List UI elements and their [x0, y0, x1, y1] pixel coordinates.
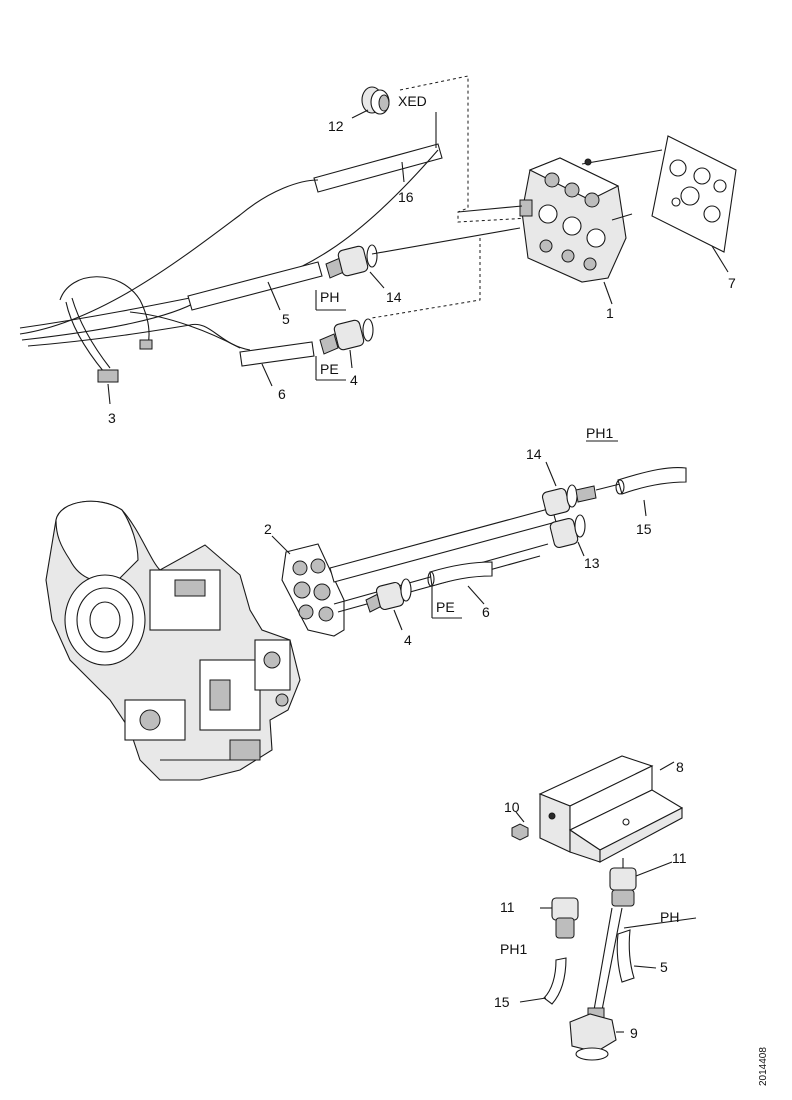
callout-7: 7	[728, 275, 736, 291]
bottom-assembly	[511, 755, 697, 1061]
tag-xed: XED	[398, 93, 427, 109]
adapter-11-left	[540, 897, 579, 939]
adapter-11-right	[609, 858, 673, 907]
sensor-13	[549, 514, 586, 557]
sensor-sleeve-16	[313, 112, 443, 193]
hose-6-middle	[427, 561, 493, 605]
tag-ph-top: PH	[320, 289, 339, 305]
nut-10	[511, 811, 529, 841]
sensor-14-middle	[541, 461, 621, 517]
callout-8: 8	[676, 759, 684, 775]
gasket-7	[651, 135, 737, 273]
callout-11-left: 11	[500, 899, 515, 915]
tag-ph1-middle: PH1	[586, 425, 613, 441]
dashed-routing	[371, 75, 531, 319]
callout-6-middle: 6	[482, 604, 490, 620]
callout-2: 2	[264, 521, 272, 537]
callout-14-top: 14	[386, 289, 402, 305]
sensor-14-top	[325, 227, 521, 289]
tag-ph1-bottom: PH1	[500, 941, 527, 957]
ph-bottom-leader	[623, 917, 697, 929]
sensor-sleeve-6-top	[239, 341, 315, 387]
plate-2	[271, 535, 345, 637]
callout-11-right: 11	[672, 850, 687, 866]
gearbox-housing	[45, 500, 301, 781]
hose-5-bottom	[616, 929, 657, 983]
callout-13: 13	[584, 555, 600, 571]
tag-pe-top: PE	[320, 361, 339, 377]
callout-15-middle: 15	[636, 521, 652, 537]
callout-14-middle: 14	[526, 446, 542, 462]
wiring-harness	[19, 149, 439, 405]
callout-5-top: 5	[282, 311, 290, 327]
hose-15-bottom	[519, 957, 567, 1005]
sensor-4-top	[319, 318, 374, 369]
hose-15-middle	[615, 467, 687, 517]
callout-9: 9	[630, 1025, 638, 1041]
callout-labels: 1 2 3 4 4 5 5 6 6 7 8 9 10 11 11 12 13 1…	[108, 118, 736, 1041]
bottom-rod	[593, 907, 623, 1011]
callout-6-top: 6	[278, 386, 286, 402]
tag-pe-middle: PE	[436, 599, 455, 615]
callout-4-middle: 4	[404, 632, 412, 648]
middle-assembly	[45, 461, 687, 781]
callout-3: 3	[108, 410, 116, 426]
sensor-rod	[329, 507, 557, 613]
callout-5-bottom: 5	[660, 959, 668, 975]
callout-16: 16	[398, 189, 414, 205]
tag-ph-bottom: PH	[660, 909, 679, 925]
sensor-4-middle	[365, 578, 412, 631]
callout-4-top: 4	[350, 372, 358, 388]
callout-15-bottom: 15	[494, 994, 510, 1010]
callout-10: 10	[504, 799, 520, 815]
signal-tags: XED PH PE PH1 PE PH PH1	[315, 93, 679, 957]
top-assembly	[19, 75, 737, 405]
switch-9	[569, 1007, 624, 1061]
valve-block-1	[457, 149, 663, 305]
bracket-8	[538, 755, 684, 863]
figure-reference-number: 2014408	[758, 1047, 769, 1086]
callout-1: 1	[606, 305, 614, 321]
callout-12: 12	[328, 118, 344, 134]
connector-12	[351, 86, 390, 119]
sensor-sleeve-5-top	[187, 261, 323, 311]
